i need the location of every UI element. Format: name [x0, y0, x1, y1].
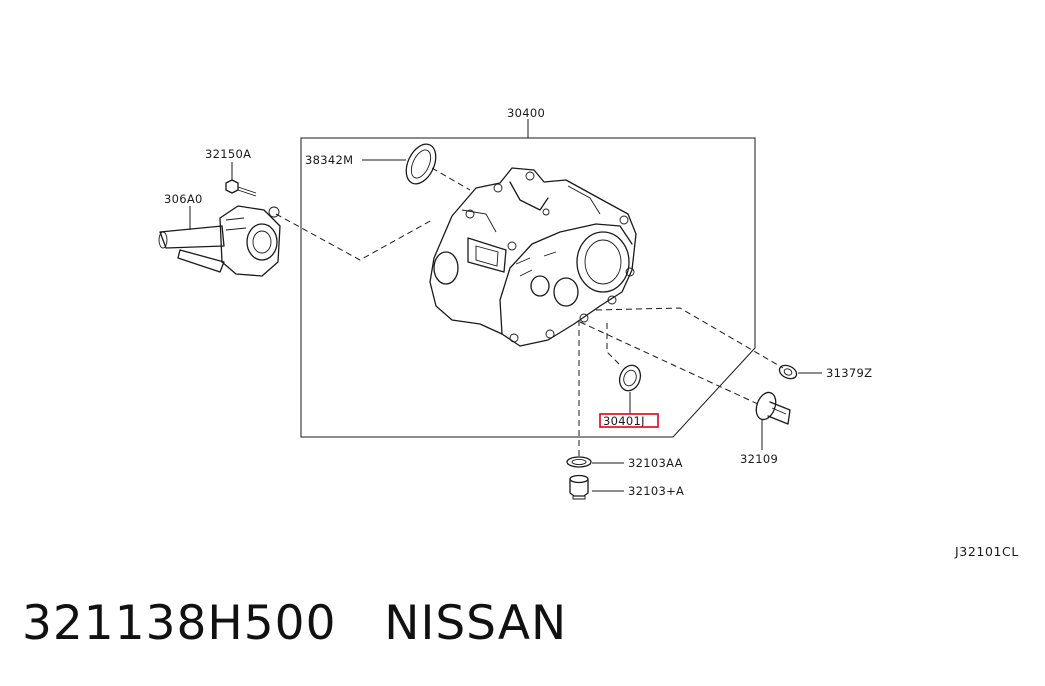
callout-32103aa: 32103AA: [628, 456, 683, 470]
oil-seal-30401j: [618, 364, 642, 392]
transaxle-case-30400: [429, 167, 637, 347]
callout-30401j: 30401J: [603, 414, 645, 428]
drain-plug-32103a: [569, 474, 589, 500]
gasket-32103aa: [566, 456, 592, 468]
assembly-dash-lines: [275, 167, 784, 460]
brand-name: NISSAN: [384, 596, 568, 651]
callout-306a0: 306A0: [164, 192, 203, 206]
highlight-box-30401j: [599, 413, 659, 428]
part-caption: 321138H500 NISSAN: [22, 596, 567, 651]
assembly-frame: [300, 137, 756, 438]
callout-32109: 32109: [740, 452, 778, 466]
plug-31379z: [778, 364, 798, 380]
callout-30400: 30400: [507, 106, 545, 120]
callout-38342m: 38342M: [305, 153, 353, 167]
release-cylinder-306a0: [158, 205, 281, 277]
callout-32150a: 32150A: [205, 147, 251, 161]
part-number: 321138H500: [22, 596, 337, 651]
callout-32103a: 32103+A: [628, 484, 684, 498]
shaft-32109: [755, 391, 791, 425]
bolt-32150a: [225, 179, 257, 197]
seal-38342m: [405, 143, 437, 185]
callout-31379z: 31379Z: [826, 366, 872, 380]
diagram-code: J32101CL: [954, 544, 1019, 559]
